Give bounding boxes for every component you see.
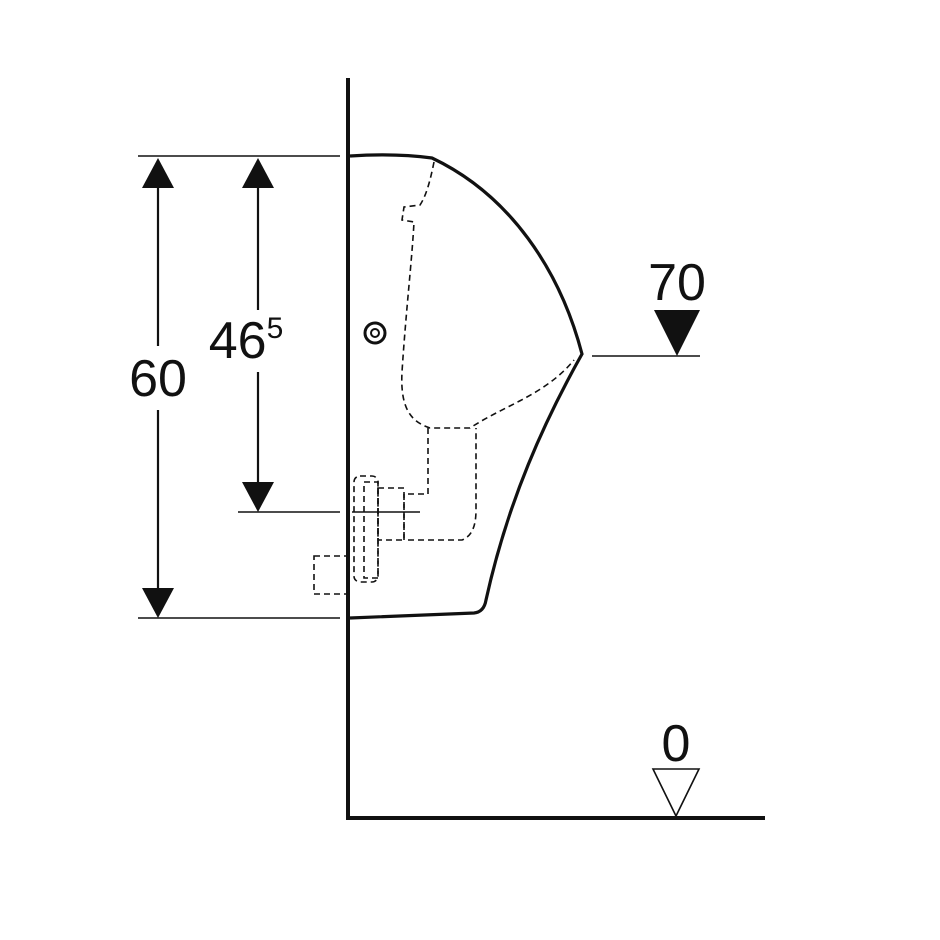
- arrow-down-outlet-height-icon: [242, 482, 274, 512]
- level-marker-rim-icon: [654, 310, 700, 356]
- fixing-hole-icon: [363, 321, 387, 345]
- fixing-hole-inner: [370, 328, 380, 338]
- dimension-label-outlet-main: 46: [209, 312, 267, 370]
- drain-trap-contour: [403, 428, 477, 541]
- outlet-fitting-sleeve: [363, 481, 379, 579]
- outlet-pipe: [377, 487, 405, 541]
- supply-connection-box: [313, 555, 349, 595]
- inner-bowl-contour: [401, 161, 575, 429]
- level-marker-floor-icon: [651, 768, 701, 818]
- level-label-floor: 0: [662, 715, 691, 773]
- dimension-label-outlet-superscript: 5: [267, 312, 284, 345]
- arrow-up-outlet-height-icon: [242, 158, 274, 188]
- dimension-label-outlet-height: 465: [209, 312, 284, 370]
- arrow-down-total-height-icon: [142, 588, 174, 618]
- level-label-rim: 70: [648, 254, 706, 312]
- outlet-fitting: [353, 475, 379, 583]
- arrow-up-total-height-icon: [142, 158, 174, 188]
- urinal-outline: [349, 153, 584, 620]
- dimension-label-total-height: 60: [129, 350, 187, 408]
